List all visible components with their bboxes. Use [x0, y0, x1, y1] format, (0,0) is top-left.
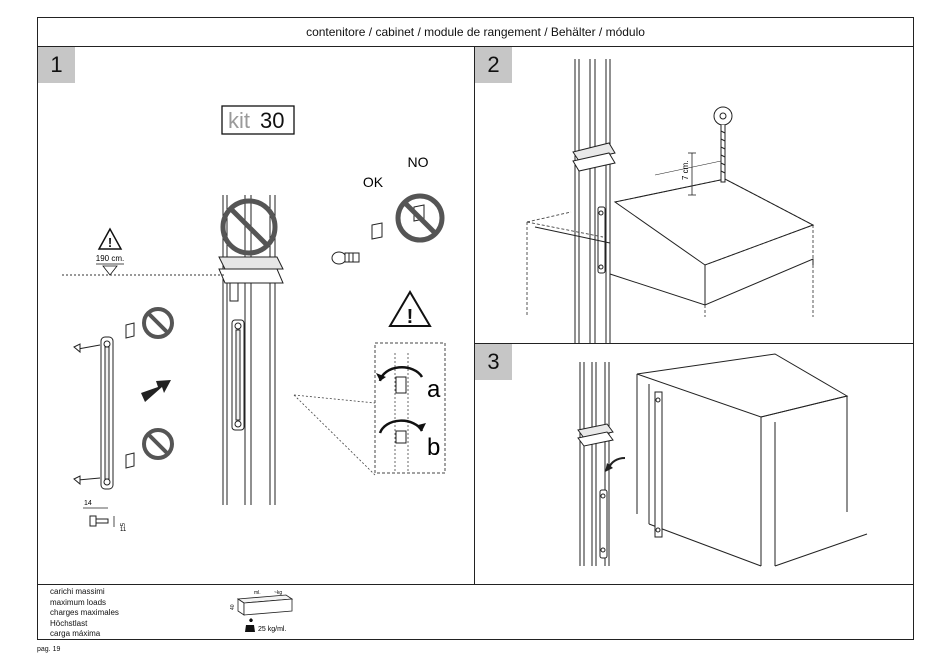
svg-text:ml.: ml.: [254, 590, 261, 596]
svg-text:40: 40: [230, 604, 236, 610]
svg-text:!: !: [407, 306, 414, 328]
svg-text:11: 11: [120, 527, 127, 533]
warning-icon: !: [390, 292, 430, 328]
load-diagram: ml. ~kg 40 25 kg/ml.: [38, 585, 915, 641]
screw-detail: OK NO: [332, 154, 442, 264]
option-b-label: b: [427, 434, 440, 461]
kit-word: kit: [228, 108, 250, 133]
rotation-detail: a b: [294, 343, 445, 475]
instruction-sheet: contenitore / cabinet / module de rangem…: [37, 17, 914, 640]
step-2-illustration: 7 cm.: [475, 47, 913, 344]
load-value: 25 kg/ml.: [258, 626, 286, 633]
screw-dimensions: 14 5 11: [83, 500, 127, 533]
height-warning: ! 190 cm.: [62, 229, 224, 275]
cabinet-outline: [527, 179, 813, 317]
distance-dimension: 7 cm.: [655, 153, 721, 195]
direction-arrow: [141, 380, 171, 402]
kit-label: kit 30: [222, 106, 294, 134]
cabinet-3: [637, 354, 867, 566]
step-3-illustration: [475, 344, 913, 584]
no-label: NO: [408, 154, 429, 170]
wall-anchor: [714, 107, 732, 182]
height-label: 190 cm.: [96, 254, 124, 263]
svg-text:14: 14: [84, 500, 92, 507]
cabinet-top: [535, 179, 813, 305]
step-1-illustration: kit 30: [38, 47, 475, 584]
load-info: carichi massimi maximum loads charges ma…: [38, 584, 913, 640]
weight-icon: [245, 618, 255, 632]
step-3-panel: 3: [475, 344, 913, 584]
kit-number: 30: [260, 108, 284, 133]
no-top-sign: [223, 201, 275, 253]
svg-text:~kg: ~kg: [274, 590, 282, 596]
loose-bracket: [74, 323, 134, 489]
mount-arrow: [609, 458, 625, 468]
option-a-label: a: [427, 376, 441, 403]
sheet-title: contenitore / cabinet / module de rangem…: [38, 18, 913, 47]
page-number: pag. 19: [37, 646, 60, 653]
ok-label: OK: [363, 174, 384, 190]
upright-post-2: [573, 59, 615, 344]
step-2-panel: 2: [475, 47, 913, 344]
step-1-panel: 1 kit 30: [38, 47, 475, 584]
svg-text:!: !: [108, 235, 112, 250]
distance-label: 7 cm.: [681, 160, 690, 180]
